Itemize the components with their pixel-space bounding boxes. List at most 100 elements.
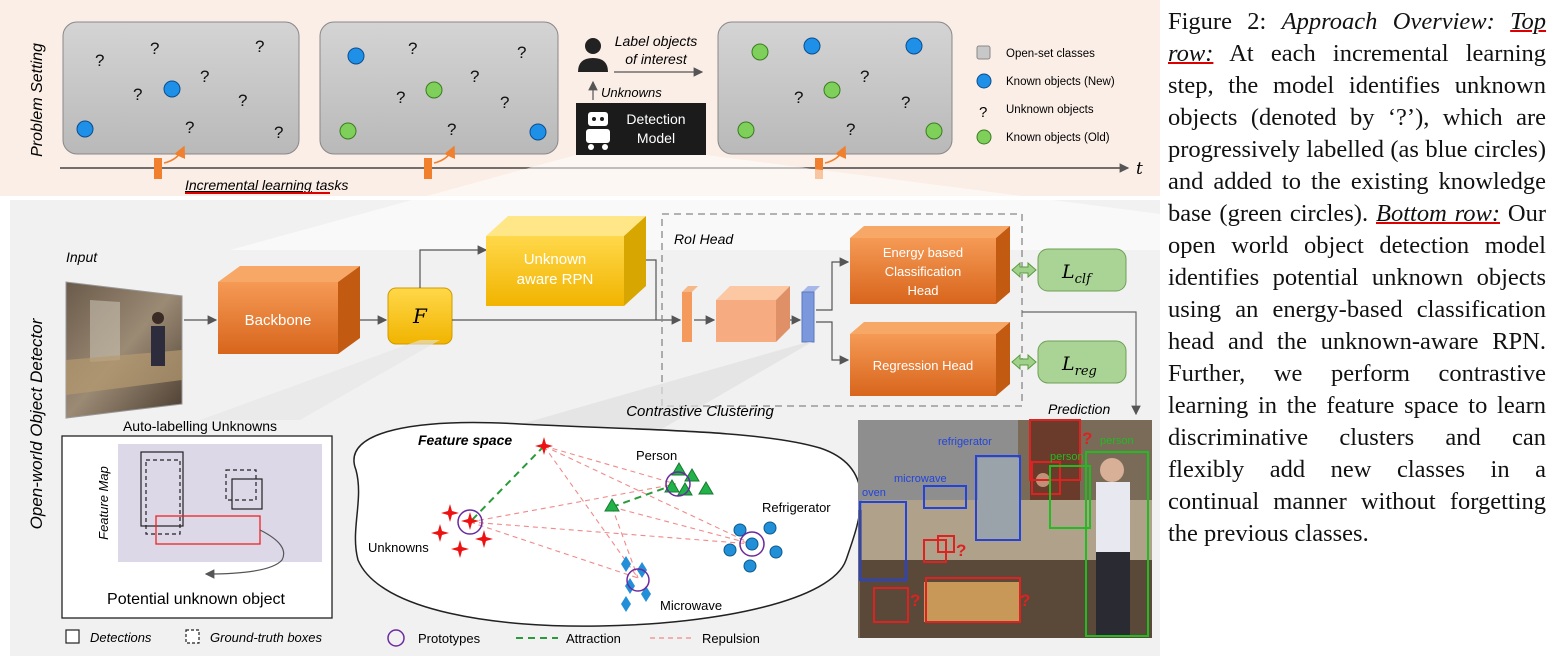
detection-model-line2: Model	[637, 130, 675, 146]
legend-known-old-swatch	[976, 129, 992, 145]
clf-double-arrow	[1011, 261, 1037, 279]
prototype-circle	[665, 471, 691, 497]
l-clf-label: Lclf	[1061, 261, 1093, 287]
svg-text:?: ?	[185, 118, 194, 137]
known-new-circle	[803, 37, 821, 55]
svg-text:?: ?	[860, 67, 869, 86]
legend-gt-boxes: Ground-truth boxes	[210, 630, 323, 645]
known-old-circle	[737, 121, 755, 139]
detection-box	[231, 478, 263, 510]
legend-known-new-swatch	[976, 73, 992, 89]
gt-box	[225, 469, 257, 501]
caption-top-row: Top row:	[1168, 8, 1547, 67]
unknown-marks-3: ? ? ? ?	[794, 67, 910, 139]
svg-text:?: ?	[500, 93, 509, 112]
caption-bottom-text: Our open world object detection model id…	[1168, 200, 1547, 547]
legend-prototypes: Prototypes	[418, 631, 481, 646]
energy-head-line3: Head	[907, 283, 938, 298]
svg-text:?: ?	[238, 91, 247, 110]
svg-text:?: ?	[396, 88, 405, 107]
feature-map-label: Feature Map	[96, 466, 111, 540]
time-axis-label: t	[1136, 159, 1143, 179]
rpn-block: Unknown aware RPN	[486, 216, 646, 306]
legend-known-new: Known objects (New)	[1006, 76, 1115, 88]
rpn-line1: Unknown	[524, 251, 587, 268]
unknowns-cluster	[431, 437, 553, 558]
energy-head-line2: Classification	[885, 264, 962, 279]
cluster-microwave-label: Microwave	[660, 598, 722, 613]
pred-unknown-mark: ?	[956, 541, 966, 560]
detection-model-line1: Detection	[626, 111, 685, 127]
refrigerator-cluster	[723, 521, 783, 573]
prototype-circle	[626, 568, 650, 592]
cluster-refrigerator-label: Refrigerator	[762, 500, 831, 515]
label-objects-line1: Label objects	[615, 33, 698, 49]
svg-text:?: ?	[133, 85, 142, 104]
pred-unknown-mark: ?	[910, 591, 920, 610]
feature-space-label: Feature space	[418, 432, 512, 448]
svg-text:?: ?	[470, 67, 479, 86]
prototype-circle	[739, 531, 765, 557]
feature-map	[118, 444, 322, 562]
prototype-circle	[457, 509, 483, 535]
annotator-person-icon	[578, 38, 608, 72]
cluster-unknowns-label: Unknowns	[368, 540, 429, 555]
known-old-circle	[425, 81, 443, 99]
legend-unknown-swatch: ?	[979, 104, 987, 121]
roi-head-label: RoI Head	[674, 231, 734, 247]
f-label: F	[412, 304, 428, 328]
legend-attraction: Attraction	[566, 631, 621, 646]
svg-text:?: ?	[150, 39, 159, 58]
pred-refrigerator-label: refrigerator	[938, 436, 992, 448]
input-image	[65, 281, 183, 419]
gt-box	[145, 459, 181, 535]
known-old-circle	[925, 122, 943, 140]
pred-unknown-mark: ?	[1020, 591, 1030, 610]
l-reg-box	[1037, 340, 1127, 384]
legend-gt-swatch	[185, 629, 200, 644]
prediction-boxes	[859, 419, 1149, 637]
prediction-label: Prediction	[1048, 401, 1110, 417]
unknowns-arrow-label: Unknowns	[601, 85, 662, 100]
l-reg-label: Lreg	[1061, 353, 1097, 379]
svg-text:?: ?	[447, 120, 456, 139]
caption-label: Figure 2:	[1168, 8, 1267, 35]
roi-head-box	[661, 213, 1023, 407]
known-new-circle	[905, 37, 923, 55]
reg-double-arrow	[1011, 353, 1037, 371]
pred-person-label-2: person	[1050, 451, 1084, 463]
caption-bottom-row: Bottom row:	[1375, 200, 1501, 227]
known-new-circle	[529, 123, 547, 141]
known-new-circle	[347, 47, 365, 65]
svg-text:?: ?	[255, 37, 264, 56]
task-markers	[154, 145, 847, 179]
input-label: Input	[66, 249, 98, 265]
known-new-circle	[76, 120, 94, 138]
legend-unknown: Unknown objects	[1006, 104, 1094, 116]
energy-head-line1: Energy based	[883, 245, 963, 260]
energy-head-block: Energy based Classification Head	[850, 226, 1010, 304]
overview-figure: Problem Setting ? ? ? ? ? ? ? ? ? ? ? ? …	[0, 0, 1160, 656]
legend-prototype-swatch	[387, 629, 405, 647]
pred-person-label: person	[1100, 435, 1134, 447]
regression-head-block: Regression Head	[850, 322, 1010, 396]
auto-label-title: Auto-labelling Unknowns	[123, 418, 277, 434]
unknown-marks-2: ? ? ? ? ? ?	[396, 39, 526, 139]
regression-head-label: Regression Head	[873, 358, 973, 373]
known-old-circle	[751, 43, 769, 61]
legend-detection-swatch	[65, 629, 80, 644]
backbone-block: Backbone	[218, 266, 360, 354]
figure-caption: Figure 2: Approach Overview: Top row: At…	[1168, 6, 1546, 550]
legend-repulsion: Repulsion	[702, 631, 760, 646]
svg-text:?: ?	[200, 67, 209, 86]
feature-block: F	[387, 287, 453, 345]
pred-oven-label: oven	[862, 487, 886, 499]
legend-known-old: Known objects (Old)	[1006, 132, 1110, 144]
rpn-line2: aware RPN	[517, 271, 594, 288]
svg-text:?: ?	[408, 39, 417, 58]
known-new-circle	[163, 80, 181, 98]
known-old-circle	[339, 122, 357, 140]
label-objects-line2: of interest	[625, 51, 688, 67]
person-cluster	[604, 462, 714, 512]
legend-open-set-swatch	[976, 45, 991, 60]
